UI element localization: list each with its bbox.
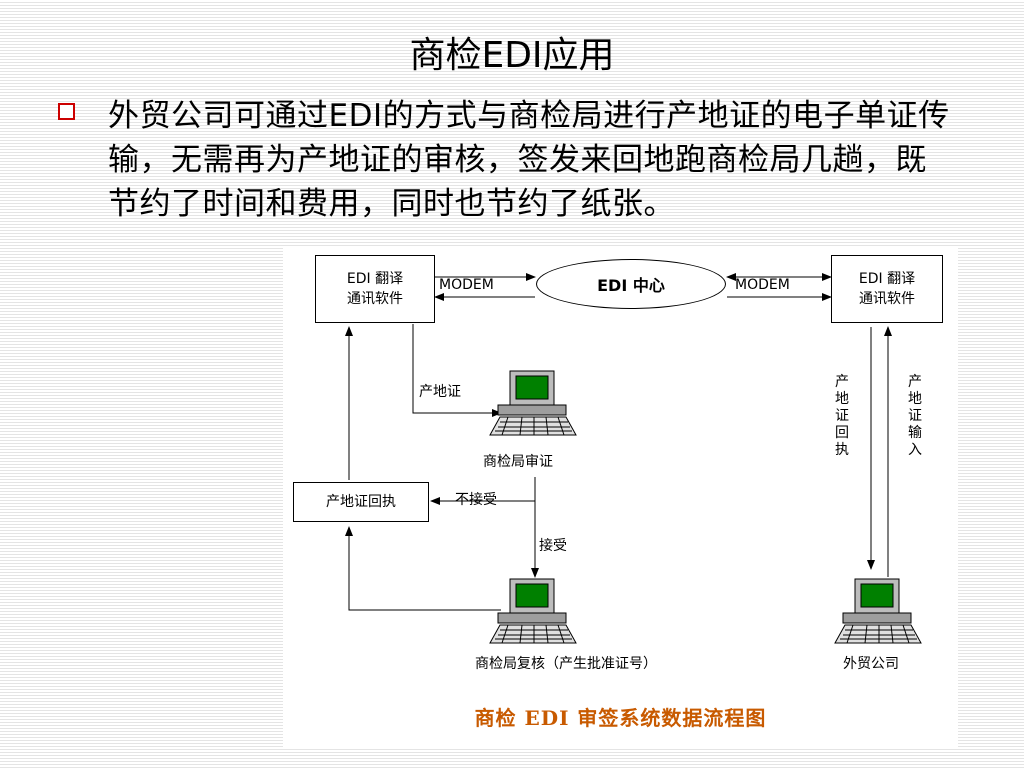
- left-edi-software-box: EDI 翻译 通讯软件: [315, 255, 435, 323]
- edi-flow-diagram: EDI 翻译 通讯软件 EDI 翻译 通讯软件 MODEM MODEM EDI …: [283, 247, 958, 747]
- arrow-cert-to-review: [412, 324, 502, 417]
- computer-terminal-icon: [833, 577, 923, 647]
- edi-center-hub: EDI 中心: [536, 259, 726, 309]
- diagram-arrows: [345, 273, 892, 611]
- cert-label: 产地证: [419, 384, 461, 400]
- slide-title: 商检EDI应用: [409, 35, 615, 76]
- input-vertical-label: 产地证输入: [908, 374, 922, 458]
- cert-receipt-box: 产地证回执: [293, 482, 429, 522]
- bullet-text: 外贸公司可通过EDI的方式与商检局进行产地证的电子单证传输，无需再为产地证的审核…: [108, 98, 950, 222]
- trade-company-label: 外贸公司: [843, 656, 899, 672]
- modem-left-label: MODEM: [439, 277, 494, 293]
- arrow-recheck-to-receipt: [345, 526, 501, 611]
- diagram-caption: 商检 EDI 审签系统数据流程图: [474, 706, 767, 730]
- receipt-vertical-label: 产地证回执: [835, 374, 849, 458]
- accept-label: 接受: [539, 538, 567, 554]
- modem-right-label: MODEM: [735, 277, 790, 293]
- reject-label: 不接受: [455, 492, 497, 508]
- square-bullet-icon: [58, 103, 75, 120]
- right-edi-software-box: EDI 翻译 通讯软件: [831, 255, 943, 323]
- computer-terminal-icon: [488, 369, 578, 439]
- computer-terminal-icon: [488, 577, 578, 647]
- recheck-station-label: 商检局复核（产生批准证号）: [475, 656, 657, 672]
- review-station-label: 商检局审证: [483, 454, 553, 470]
